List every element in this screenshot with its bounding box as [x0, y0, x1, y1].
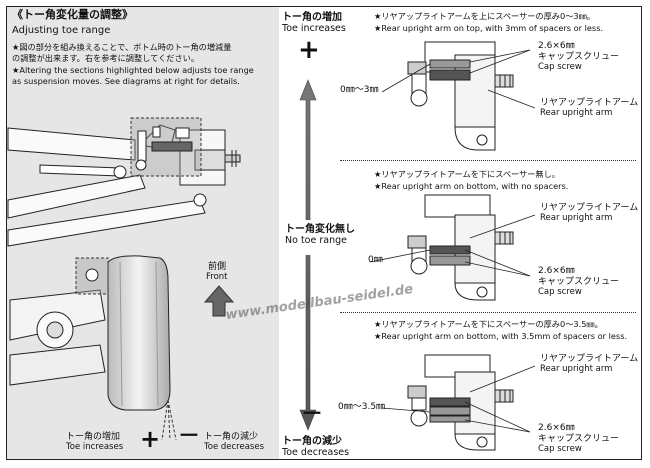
left-toe-dec-en: Toe decreases: [204, 442, 265, 452]
left-title-en: Adjusting toe range: [12, 25, 111, 36]
panel3-screw-en: Cap screw: [538, 444, 582, 454]
left-minus-sign: －: [178, 424, 201, 449]
upright-diagram-3: [407, 354, 514, 451]
scale-minus-sign: －: [301, 402, 324, 427]
panel3-spacer-label: 0㎜～3.5㎜: [338, 402, 386, 412]
panel1-arm-jp: リヤアップライトアーム: [540, 98, 639, 108]
front-label-en: Front: [206, 272, 228, 282]
scale-mid-jp: トー角変化無し: [285, 224, 355, 235]
scale-mid-en: No toe range: [285, 235, 347, 246]
panel3-note-jp: ★リヤアップライトアームを下にスペーサーの厚み0～3.5㎜。: [374, 319, 603, 329]
divider-2: [340, 312, 636, 313]
scale-top-en: Toe increases: [282, 23, 346, 34]
panel3-screw-jp: キャップスクリュー: [538, 434, 620, 444]
front-label-jp: 前側: [208, 262, 227, 272]
scale-plus-sign: +: [298, 35, 320, 65]
panel3-note-en: ★Rear upright arm on bottom, with 3.5mm …: [374, 331, 628, 341]
panel1-spacer-label: 0㎜～3㎜: [340, 85, 379, 95]
left-toe-inc-jp: トー角の増加: [66, 432, 121, 442]
panel2-screw-jp: キャップスクリュー: [538, 277, 620, 287]
left-note-en-2: as suspension moves. See diagrams at rig…: [12, 76, 240, 86]
left-note-en-1: ★Altering the sections highlighted below…: [12, 65, 254, 75]
panel1-screw-jp: キャップスクリュー: [538, 52, 620, 62]
divider-1: [340, 160, 636, 161]
scale-bottom-jp: トー角の減少: [282, 436, 342, 447]
highlight-parts-top: [135, 126, 193, 171]
panel1-screw-size: 2.6×6㎜: [538, 41, 575, 51]
left-note-jp-1: ★図の部分を組み換えることで、ボトム時のトー角の増減量: [12, 42, 232, 52]
panel1-screw-en: Cap screw: [538, 62, 582, 72]
left-plus-sign: +: [140, 425, 161, 453]
upright-diagram-2: [407, 194, 514, 301]
toe-line-1: [167, 399, 171, 441]
left-toe-dec-jp: トー角の減少: [204, 432, 259, 442]
scale-bottom-en: Toe decreases: [282, 447, 350, 458]
left-note-jp-2: の調整が出来ます。右を参考に調整してください。: [12, 53, 200, 63]
upright-diagram-1: [407, 41, 514, 151]
page-frame: [6, 6, 642, 460]
panel2-screw-size: 2.6×6㎜: [538, 266, 575, 276]
left-title-jp: 《トー角変化量の調整》: [12, 8, 133, 21]
panel3-arm-en: Rear upright arm: [540, 364, 613, 374]
panel2-spacer-label: 0㎜: [368, 255, 383, 265]
wheel-drawing: [9, 255, 171, 411]
left-toe-inc-en: Toe increases: [66, 442, 124, 452]
panel2-arm-en: Rear upright arm: [540, 213, 613, 223]
panel2-arm-jp: リヤアップライトアーム: [540, 203, 639, 213]
toe-line-2: [167, 399, 177, 441]
panel2-note-en: ★Rear upright arm on bottom, with no spa…: [374, 181, 569, 191]
toe-line-3: [161, 399, 169, 441]
panel1-arm-en: Rear upright arm: [540, 108, 613, 118]
panel1-note-jp: ★リヤアップライトアームを上にスペーサーの厚み0～3㎜。: [374, 11, 595, 21]
panel2-note-jp: ★リヤアップライトアームを下にスペーサー無し。: [374, 169, 560, 179]
panel3-screw-size: 2.6×6㎜: [538, 423, 575, 433]
highlight-ball: [85, 268, 99, 282]
panel3-arm-jp: リヤアップライトアーム: [540, 354, 639, 364]
front-arrow-icon: [203, 285, 235, 317]
toe-scale-arrow-icon: [299, 79, 317, 431]
leader-lines: [369, 49, 536, 433]
scale-top-jp: トー角の増加: [282, 12, 342, 23]
panel1-note-en: ★Rear upright arm on top, with 3mm of sp…: [374, 23, 604, 33]
panel2-screw-en: Cap screw: [538, 287, 582, 297]
